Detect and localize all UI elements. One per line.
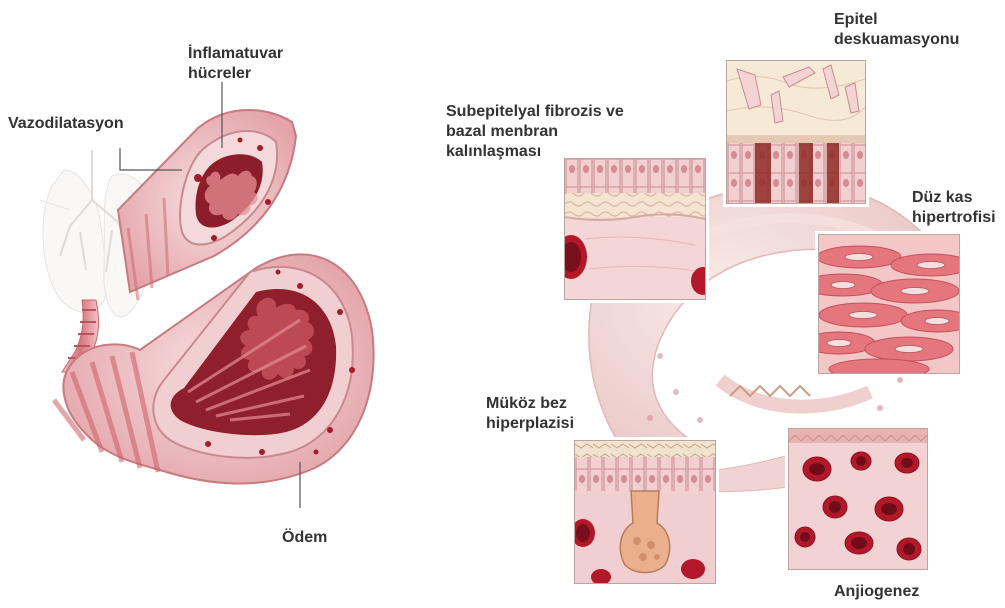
label-line: hücreler <box>188 64 283 84</box>
label-line: Epitel <box>834 10 959 30</box>
panel-subepithelial-fibrosis <box>564 158 706 300</box>
label-line: Ödem <box>282 528 327 548</box>
label-line: Düz kas <box>912 188 996 208</box>
label-line: bazal menbran <box>446 122 624 142</box>
panel-epithelial-desquamation <box>726 60 866 204</box>
label-epithelial-desquamation: Epitel deskuamasyonu <box>834 10 959 50</box>
panel-angiogenesis <box>788 428 928 570</box>
label-line: Vazodilatasyon <box>8 114 124 134</box>
panel-smooth-muscle-hypertrophy <box>818 234 960 374</box>
label-mucous-gland-hyperplasia: Müköz bez hiperplazisi <box>486 394 574 434</box>
label-subepithelial-fibrosis: Subepitelyal fibrozis ve bazal menbran k… <box>446 102 624 162</box>
label-vasodilation: Vazodilatasyon <box>8 114 124 134</box>
label-line: hiperplazisi <box>486 414 574 434</box>
label-smooth-muscle-hypertrophy: Düz kas hipertrofisi <box>912 188 996 228</box>
label-line: İnflamatuvar <box>188 44 283 64</box>
label-edema: Ödem <box>282 528 327 548</box>
label-line: Anjiogenez <box>834 582 919 602</box>
label-line: Subepitelyal fibrozis ve <box>446 102 624 122</box>
panel-mucous-gland-hyperplasia <box>574 440 716 584</box>
label-line: hipertrofisi <box>912 208 996 228</box>
label-angiogenesis: Anjiogenez <box>834 582 919 602</box>
label-inflammatory-cells: İnflamatuvar hücreler <box>188 44 283 84</box>
label-line: kalınlaşması <box>446 142 624 162</box>
label-line: deskuamasyonu <box>834 30 959 50</box>
label-line: Müköz bez <box>486 394 574 414</box>
